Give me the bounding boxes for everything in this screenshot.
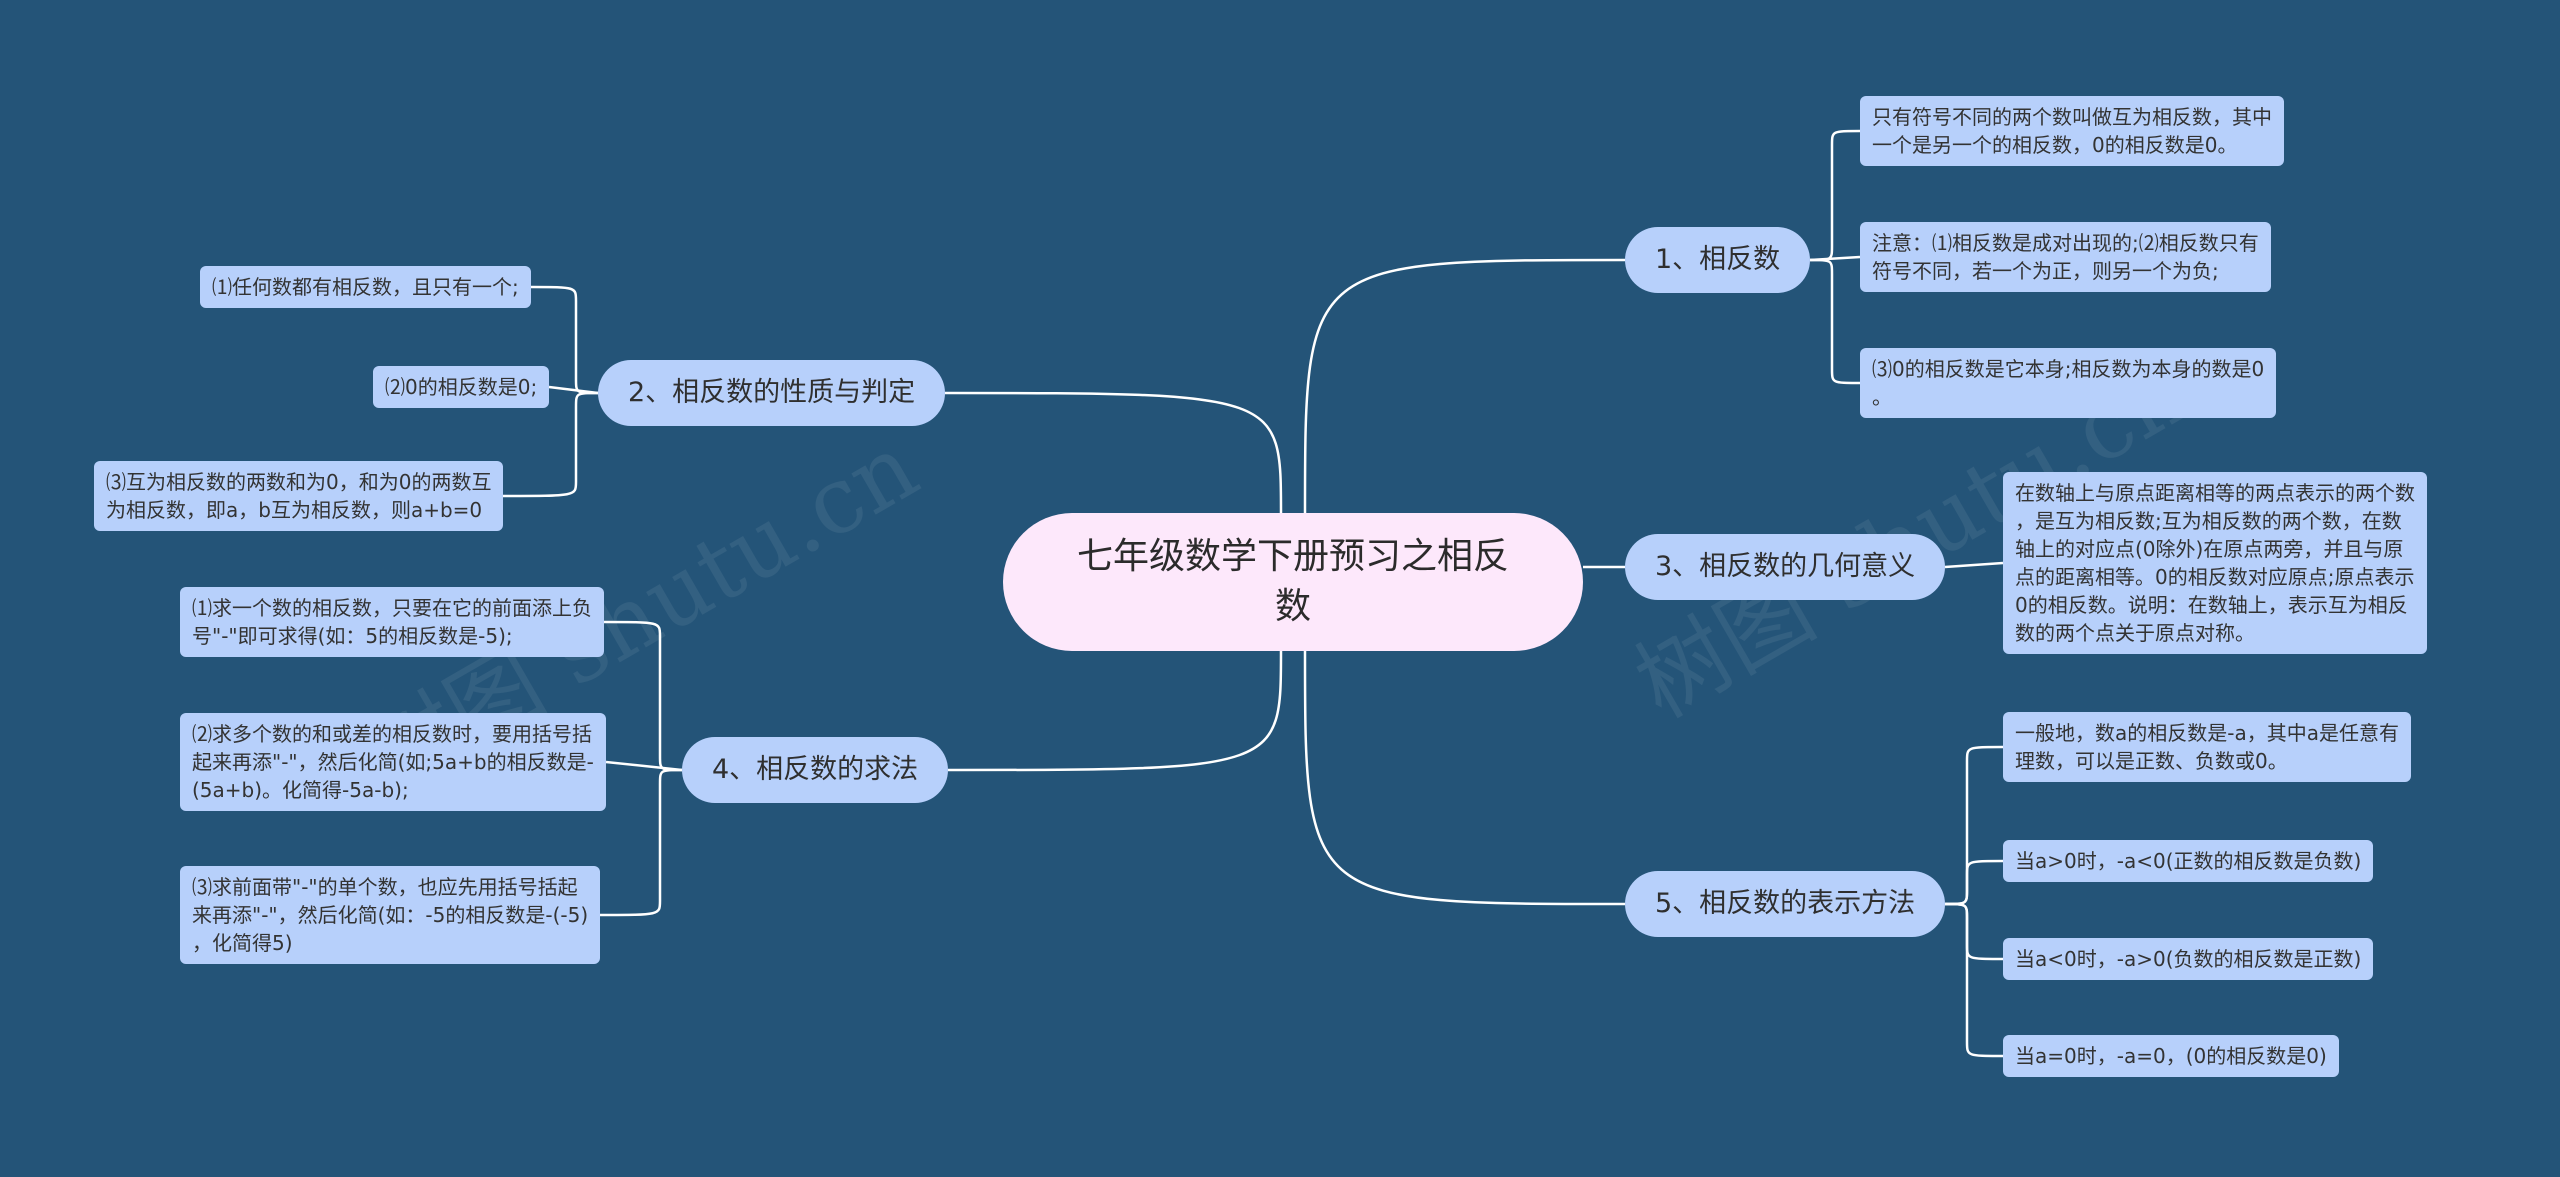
leaf-line: ⑵0的相反数是0; xyxy=(385,375,538,399)
leaf-line: 起来再添"-"，然后化简(如;5a+b的相反数是- xyxy=(192,750,594,774)
leaf-2-1[interactable]: ⑴任何数都有相反数，且只有一个; xyxy=(200,266,531,308)
leaf-5-1[interactable]: 一般地，数a的相反数是-a，其中a是任意有 理数，可以是正数、负数或0。 xyxy=(2003,712,2411,782)
leaf-4-2[interactable]: ⑵求多个数的和或差的相反数时，要用括号括 起来再添"-"，然后化简(如;5a+b… xyxy=(180,713,606,811)
leaf-5-2[interactable]: 当a>0时，-a<0(正数的相反数是负数) xyxy=(2003,840,2374,882)
leaf-line: ⑴任何数都有相反数，且只有一个; xyxy=(212,275,519,299)
leaf-line: 点的距离相等。0的相反数对应原点;原点表示 xyxy=(2015,565,2415,589)
leaf-line: 理数，可以是正数、负数或0。 xyxy=(2015,749,2288,773)
topic-link-1 xyxy=(1303,258,1626,514)
leaf-2-2[interactable]: ⑵0的相反数是0; xyxy=(373,366,550,408)
leaf-line: 当a>0时，-a<0(正数的相反数是负数) xyxy=(2015,849,2362,873)
leaf-5-3[interactable]: 当a<0时，-a>0(负数的相反数是正数) xyxy=(2003,938,2374,980)
leaf-link-4-3 xyxy=(599,768,683,917)
leaf-line: 轴上的对应点(0除外)在原点两旁，并且与原 xyxy=(2015,537,2404,561)
leaf-line: ⑶0的相反数是它本身;相反数为本身的数是0 xyxy=(1872,357,2265,381)
leaf-link-5-4 xyxy=(1944,902,2004,1058)
leaf-line: 。 xyxy=(1872,385,1892,409)
leaf-2-3[interactable]: ⑶互为相反数的两数和为0，和为0的两数互 为相反数，即a，b互为相反数，则a+b… xyxy=(94,461,504,531)
leaf-line: 一个是另一个的相反数，0的相反数是0。 xyxy=(1872,133,2238,157)
leaf-4-1[interactable]: ⑴求一个数的相反数，只要在它的前面添上负 号"-"即可求得(如：5的相反数是-5… xyxy=(180,587,604,657)
leaf-line: 符号不同，若一个为正，则另一个为负; xyxy=(1872,259,2219,283)
leaf-line: ⑵求多个数的和或差的相反数时，要用括号括 xyxy=(192,722,592,746)
leaf-1-1[interactable]: 只有符号不同的两个数叫做互为相反数，其中 一个是另一个的相反数，0的相反数是0。 xyxy=(1860,96,2284,166)
topic-link-2 xyxy=(944,391,1283,514)
topic-4[interactable]: 4、相反数的求法 xyxy=(682,737,949,803)
topic-3[interactable]: 3、相反数的几何意义 xyxy=(1625,534,1946,600)
leaf-line: (5a+b)。化简得-5a-b); xyxy=(192,778,409,802)
leaf-line: ，化简得5) xyxy=(192,931,293,955)
root-topic[interactable]: 七年级数学下册预习之相反数 xyxy=(1003,513,1583,651)
leaf-line: ⑶互为相反数的两数和为0，和为0的两数互 xyxy=(106,470,492,494)
leaf-line: 号"-"即可求得(如：5的相反数是-5); xyxy=(192,624,513,648)
root-title: 七年级数学下册预习之相反数 xyxy=(1076,536,1509,627)
leaf-5-4[interactable]: 当a=0时，-a=0，(0的相反数是0) xyxy=(2003,1035,2339,1077)
leaf-link-5-3 xyxy=(1944,902,2004,961)
topic-link-5 xyxy=(1303,650,1626,906)
leaf-line: 数的两个点关于原点对称。 xyxy=(2015,621,2255,645)
leaf-link-4-1 xyxy=(603,620,683,772)
leaf-link-5-2 xyxy=(1944,859,2004,906)
leaf-link-3-1 xyxy=(1944,561,2004,569)
leaf-link-1-1 xyxy=(1809,129,1861,262)
leaf-link-4-2 xyxy=(605,760,683,772)
leaf-line: 注意：⑴相反数是成对出现的;⑵相反数只有 xyxy=(1872,231,2259,255)
leaf-1-3[interactable]: ⑶0的相反数是它本身;相反数为本身的数是0 。 xyxy=(1860,348,2277,418)
leaf-1-2[interactable]: 注意：⑴相反数是成对出现的;⑵相反数只有 符号不同，若一个为正，则另一个为负; xyxy=(1860,222,2271,292)
leaf-line: ⑶求前面带"-"的单个数，也应先用括号括起 xyxy=(192,875,578,899)
leaf-line: 来再添"-"，然后化简(如：-5的相反数是-(-5) xyxy=(192,903,589,927)
topic-2[interactable]: 2、相反数的性质与判定 xyxy=(598,360,946,426)
topic-1[interactable]: 1、相反数 xyxy=(1625,227,1811,293)
leaf-line: 为相反数，即a，b互为相反数，则a+b=0 xyxy=(106,498,483,522)
leaf-line: ，是互为相反数;互为相反数的两个数，在数 xyxy=(2015,509,2402,533)
leaf-line: 当a<0时，-a>0(负数的相反数是正数) xyxy=(2015,947,2362,971)
topic-link-4 xyxy=(947,650,1283,772)
leaf-link-2-3 xyxy=(502,391,599,498)
leaf-3-1[interactable]: 在数轴上与原点距离相等的两点表示的两个数 ，是互为相反数;互为相反数的两个数，在… xyxy=(2003,472,2427,654)
leaf-line: 一般地，数a的相反数是-a，其中a是任意有 xyxy=(2015,721,2399,745)
topic-5[interactable]: 5、相反数的表示方法 xyxy=(1625,871,1946,937)
leaf-line: 当a=0时，-a=0，(0的相反数是0) xyxy=(2015,1044,2327,1068)
leaf-line: 0的相反数。说明：在数轴上，表示互为相反 xyxy=(2015,593,2408,617)
leaf-link-1-3 xyxy=(1809,258,1861,385)
leaf-line: 只有符号不同的两个数叫做互为相反数，其中 xyxy=(1872,105,2272,129)
leaf-4-3[interactable]: ⑶求前面带"-"的单个数，也应先用括号括起 来再添"-"，然后化简(如：-5的相… xyxy=(180,866,601,964)
leaf-link-5-1 xyxy=(1944,745,2004,906)
leaf-line: 在数轴上与原点距离相等的两点表示的两个数 xyxy=(2015,481,2415,505)
leaf-line: ⑴求一个数的相反数，只要在它的前面添上负 xyxy=(192,596,592,620)
